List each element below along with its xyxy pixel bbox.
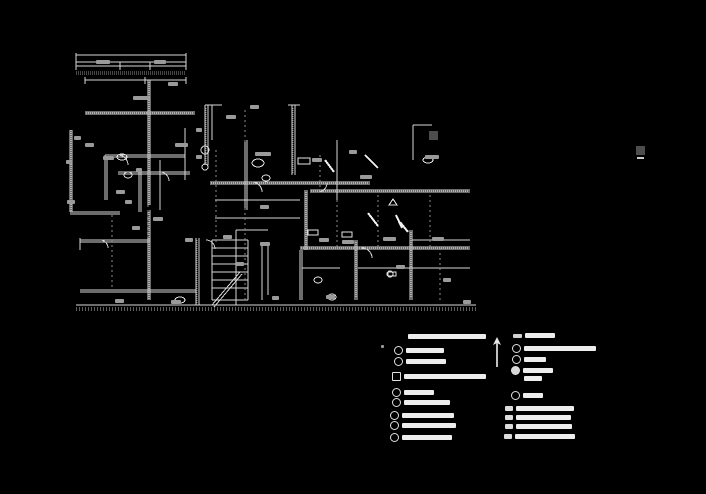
wall-poche — [70, 82, 468, 303]
keynote-number — [505, 406, 513, 411]
legend-left-row-1[interactable] — [408, 334, 486, 339]
tag-icon — [392, 372, 401, 381]
star-icon — [511, 366, 520, 375]
legend-right-row-1[interactable] — [512, 344, 596, 353]
legend-text — [524, 376, 542, 381]
legend-right-row-2[interactable] — [512, 355, 546, 364]
bullet-icon — [390, 433, 399, 442]
bullet-icon — [392, 388, 401, 397]
legend-text — [402, 423, 456, 428]
legend-text — [524, 346, 596, 351]
legend-right-row-5[interactable] — [511, 391, 543, 400]
legend-text — [402, 413, 454, 418]
legend-text — [404, 374, 486, 379]
legend-left-row-2[interactable] — [394, 346, 444, 355]
legend-right-row-4[interactable] — [524, 376, 542, 381]
legend-right-row-6[interactable] — [505, 406, 574, 411]
legend-text — [516, 424, 572, 429]
angled-hatch-marks — [324, 154, 409, 233]
legend-header-text — [525, 333, 555, 338]
dimension-lines — [111, 110, 441, 302]
legend-text — [516, 415, 571, 420]
solid-fill-block — [429, 131, 438, 140]
legend-text — [402, 435, 452, 440]
legend-right-row-9[interactable] — [504, 434, 575, 439]
legend-left-row-5[interactable] — [392, 388, 434, 397]
legend-text — [406, 348, 444, 353]
bullet-icon — [394, 346, 403, 355]
legend-text — [404, 390, 434, 395]
legend-text — [406, 359, 446, 364]
legend-left-row-9[interactable] — [390, 433, 452, 442]
bullet-icon — [394, 357, 403, 366]
bullet-icon — [512, 344, 521, 353]
legend-right-row-7[interactable] — [505, 415, 571, 420]
legend-text — [523, 393, 543, 398]
north-arrow-icon — [493, 337, 501, 367]
legend-right-row-3[interactable] — [511, 366, 553, 375]
legend-right-header — [513, 333, 555, 338]
legend-left-row-8[interactable] — [390, 421, 456, 430]
legend-left-row-6[interactable] — [392, 398, 450, 407]
legend-left-row-7[interactable] — [390, 411, 454, 420]
bullet-icon — [390, 411, 399, 420]
legend-leader-tick — [381, 345, 384, 348]
legend-left-row-3[interactable] — [394, 357, 446, 366]
legend-text — [408, 334, 486, 339]
keynote-number — [505, 415, 513, 420]
bullet-icon — [390, 421, 399, 430]
bullet-icon — [512, 355, 521, 364]
keynote-number — [504, 434, 512, 439]
legend-text — [523, 368, 553, 373]
section-markers — [200, 145, 398, 278]
legend-text — [524, 357, 546, 362]
fixture-symbols — [116, 153, 434, 304]
bullet-icon — [511, 391, 520, 400]
legend-text — [404, 400, 450, 405]
legend-header-num — [513, 333, 522, 338]
legend-left-row-4[interactable] — [392, 372, 486, 381]
keynote-number — [505, 424, 513, 429]
grade-hatch — [76, 307, 476, 311]
bullet-icon — [392, 398, 401, 407]
legend-text — [516, 406, 574, 411]
revision-marker-shape — [636, 146, 645, 159]
legend-right-row-8[interactable] — [505, 424, 572, 429]
legend-text — [515, 434, 575, 439]
door-swings — [99, 154, 373, 259]
